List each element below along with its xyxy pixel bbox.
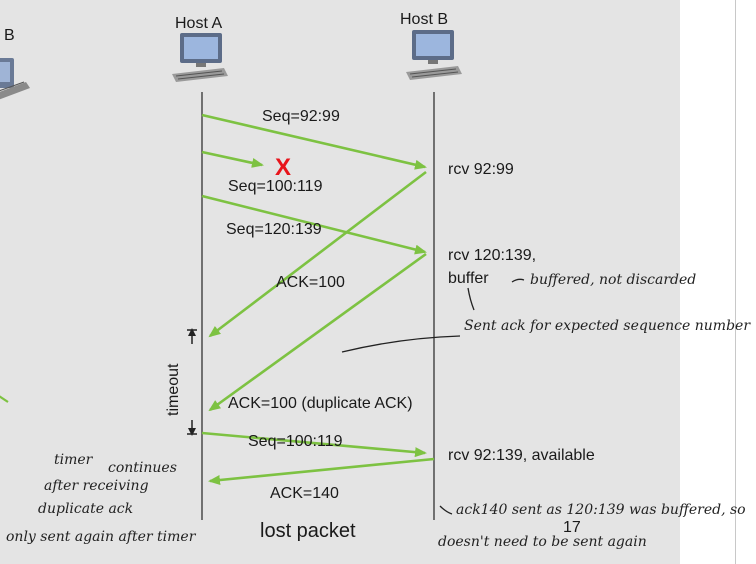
arrow-seq-92-99 xyxy=(201,113,427,170)
arrow-ack-100-duplicate xyxy=(208,252,427,412)
label-ack-100-duplicate: ACK=100 (duplicate ACK) xyxy=(228,395,413,412)
label-seq-92-99: Seq=92:99 xyxy=(262,108,340,125)
handwritten-timer-5: only sent again after timer xyxy=(6,529,197,545)
page-number: 17 xyxy=(563,519,581,536)
handwritten-sent-ack-note: Sent ack for expected sequence number xyxy=(464,318,751,334)
label-ack-100: ACK=100 xyxy=(276,274,345,291)
timeout-label: timeout xyxy=(165,363,182,416)
host-b-partial-label: B xyxy=(4,27,15,44)
handwritten-dash xyxy=(511,278,525,283)
label-ack-140: ACK=140 xyxy=(270,485,339,502)
handwritten-timer-2: continues xyxy=(108,460,177,476)
label-seq-100-119: Seq=100:119 xyxy=(228,178,323,195)
handwritten-timer-1: timer xyxy=(54,452,94,468)
handwritten-ack140-2: doesn't need to be sent again xyxy=(438,534,647,550)
handwritten-buffer-note: buffered, not discarded xyxy=(530,272,696,288)
handwritten-timer-4: duplicate ack xyxy=(38,501,133,517)
note-buffer: buffer xyxy=(448,270,489,287)
arrow-ack-140 xyxy=(208,457,435,485)
handwritten-connector xyxy=(341,335,461,353)
handwritten-tick xyxy=(467,287,475,311)
computer-icon-host-a xyxy=(172,33,228,82)
arrow-ack-100 xyxy=(208,170,427,338)
label-seq-100-119-retransmit: Seq=100:119 xyxy=(248,433,343,450)
note-rcv-92-139: rcv 92:139, available xyxy=(448,447,595,464)
handwritten-ack140-dash xyxy=(439,505,453,515)
handwritten-ack140-1: ack140 sent as 120:139 was buffered, so xyxy=(456,502,746,518)
right-margin xyxy=(680,0,756,564)
arrow-seq-100-119-retransmit xyxy=(201,431,427,458)
timeout-bracket xyxy=(187,328,197,436)
right-divider xyxy=(735,0,736,564)
host-b-label: Host B xyxy=(400,11,448,28)
slide-background xyxy=(0,0,680,564)
note-rcv-92-99: rcv 92:99 xyxy=(448,161,514,178)
host-a-label: Host A xyxy=(175,15,222,32)
arrow-seq-100-119-lost xyxy=(201,150,264,168)
caption-lost-packet: lost packet xyxy=(260,520,356,542)
label-seq-120-139: Seq=120:139 xyxy=(226,221,322,238)
computer-icon-partial xyxy=(0,58,30,100)
computer-icon-host-b xyxy=(406,30,462,80)
handwritten-timer-3: after receiving xyxy=(44,478,149,494)
arrow-seq-120-139 xyxy=(201,194,427,255)
arrow-partial-left xyxy=(0,395,9,403)
loss-x-mark: X xyxy=(275,154,291,181)
note-rcv-120-139: rcv 120:139, xyxy=(448,247,536,264)
